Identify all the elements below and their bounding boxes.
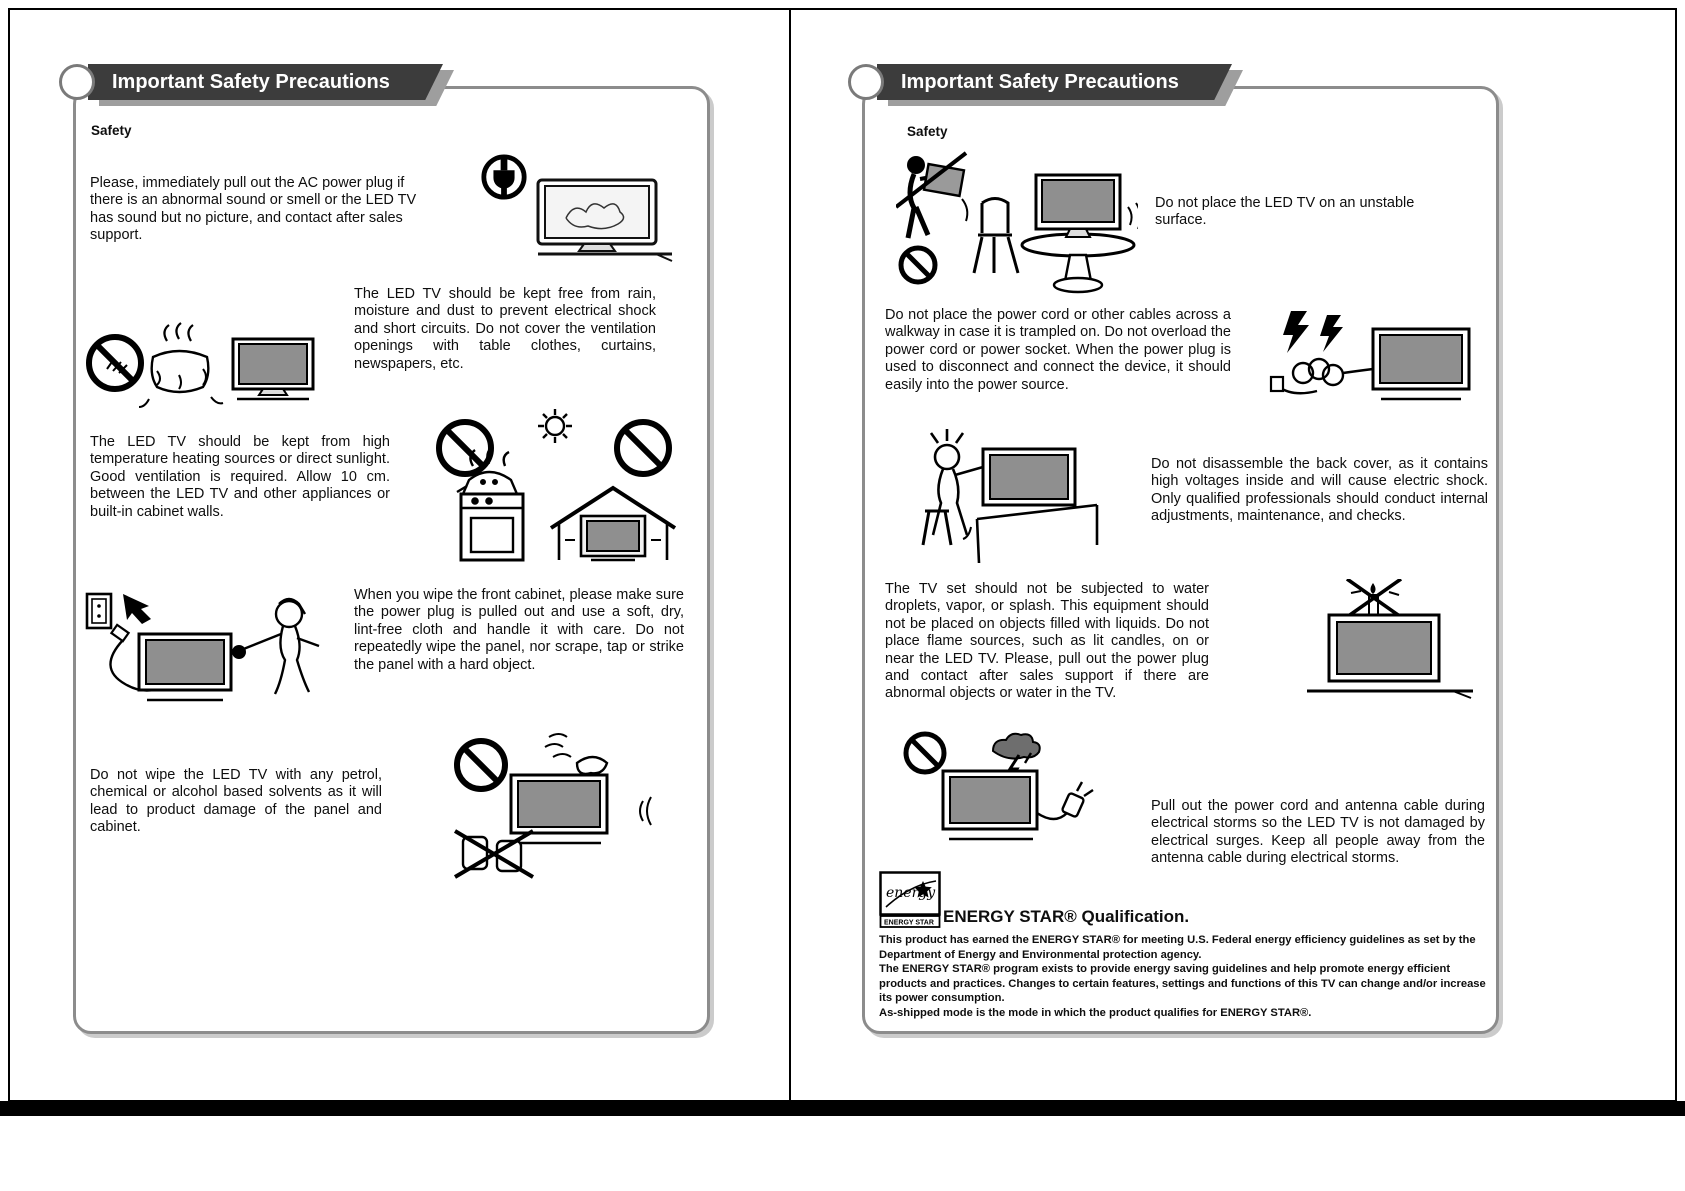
spark-icon xyxy=(929,429,965,444)
left-page: Safety Please, immediately pull out the … xyxy=(73,86,710,1034)
storm-text: Pull out the power cord and antenna cabl… xyxy=(1151,798,1485,867)
candle-tv-scene xyxy=(1303,579,1478,699)
stool-icon xyxy=(921,509,953,546)
power-plug-circle-icon xyxy=(480,153,528,201)
prohibition-icon xyxy=(614,419,672,477)
pull-plug-icon xyxy=(1036,781,1094,821)
cloth-icon xyxy=(544,733,609,776)
back-cover-text: Do not disassemble the back cover, as it… xyxy=(1151,456,1488,525)
table-tv-icon xyxy=(1020,173,1138,294)
sun-icon xyxy=(538,409,572,443)
center-divider xyxy=(789,8,791,1102)
star-icon xyxy=(914,881,932,898)
electric-shock-scene xyxy=(901,427,1099,569)
stove-kettle-icon xyxy=(456,447,525,562)
energy-star-para1: This product has earned the ENERGY STAR®… xyxy=(879,934,1476,961)
energy-star-logo: energy ENERGY STAR xyxy=(879,871,941,929)
energy-star-para3: As-shipped mode is the mode in which the… xyxy=(879,1006,1312,1019)
tv-icon xyxy=(941,769,1039,831)
crossed-candle-icon xyxy=(1345,579,1403,619)
moisture-prohibition-scene xyxy=(83,313,318,428)
sound-waves-icon xyxy=(639,796,652,826)
rain-moisture-text: The LED TV should be kept free from rain… xyxy=(354,286,656,372)
tv-icon xyxy=(509,773,609,845)
left-header-banner: Important Safety Precautions xyxy=(88,64,443,100)
header-circle xyxy=(848,64,884,100)
solvents-text: Do not wipe the LED TV with any petrol, … xyxy=(90,767,382,836)
prohibition-icon xyxy=(436,419,494,477)
prohibition-icon xyxy=(903,731,947,775)
heat-sunlight-text: The LED TV should be kept from high temp… xyxy=(90,434,390,520)
tv-icon xyxy=(231,337,315,401)
unstable-surface-text: Do not place the LED TV on an unstable s… xyxy=(1155,195,1415,229)
lightning-icon xyxy=(1283,311,1343,353)
tv-icon xyxy=(137,632,233,702)
tv-with-picture-icon xyxy=(536,178,676,263)
crossed-bottles-icon xyxy=(453,829,535,879)
tv-icon xyxy=(1371,327,1471,401)
power-cord-text: Do not place the power cord or other cab… xyxy=(885,307,1231,393)
header-circle xyxy=(59,64,95,100)
wipe-cabinet-scene xyxy=(83,588,348,708)
footer-bar xyxy=(0,1101,1685,1116)
energy-star-heading: ENERGY STAR® Qualification. xyxy=(943,907,1190,926)
prohibition-icon xyxy=(454,738,508,792)
safety-label: Safety xyxy=(907,124,948,139)
prohibition-icon xyxy=(86,334,144,392)
tangled-cable-icon xyxy=(1278,357,1374,395)
cord-lightning-scene xyxy=(1269,309,1477,409)
cabinet-tv-icon xyxy=(549,485,677,562)
wipe-cabinet-text: When you wipe the front cabinet, please … xyxy=(354,587,684,673)
page-title: Important Safety Precautions xyxy=(112,71,390,93)
page-title: Important Safety Precautions xyxy=(901,71,1179,93)
water-flame-text: The TV set should not be subjected to wa… xyxy=(885,581,1209,702)
right-page: Safety xyxy=(862,86,1499,1034)
unstable-surface-scene xyxy=(896,149,1138,295)
solvents-scene xyxy=(453,729,668,879)
tv-icon xyxy=(981,447,1077,507)
steaming-pot-icon xyxy=(138,322,224,408)
energy-star-para2: The ENERGY STAR® program exists to provi… xyxy=(879,963,1486,1005)
ac-plug-text: Please, immediately pull out the AC powe… xyxy=(90,175,417,244)
prohibition-icon xyxy=(898,245,938,285)
heat-sources-scene xyxy=(433,406,698,568)
energy-star-label: ENERGY STAR xyxy=(884,920,934,927)
safety-label: Safety xyxy=(91,123,132,138)
chair-icon xyxy=(972,197,1020,274)
storm-scene xyxy=(901,729,1109,849)
energy-star-fineprint: This product has earned the ENERGY STAR®… xyxy=(879,933,1493,1020)
person-carrying-tv-icon xyxy=(896,151,969,239)
plug-icon xyxy=(1269,375,1285,393)
tv-icon xyxy=(1327,613,1441,683)
table-edge-icon xyxy=(975,503,1099,564)
right-header-banner: Important Safety Precautions xyxy=(877,64,1232,100)
person-wiping-icon xyxy=(232,597,320,695)
